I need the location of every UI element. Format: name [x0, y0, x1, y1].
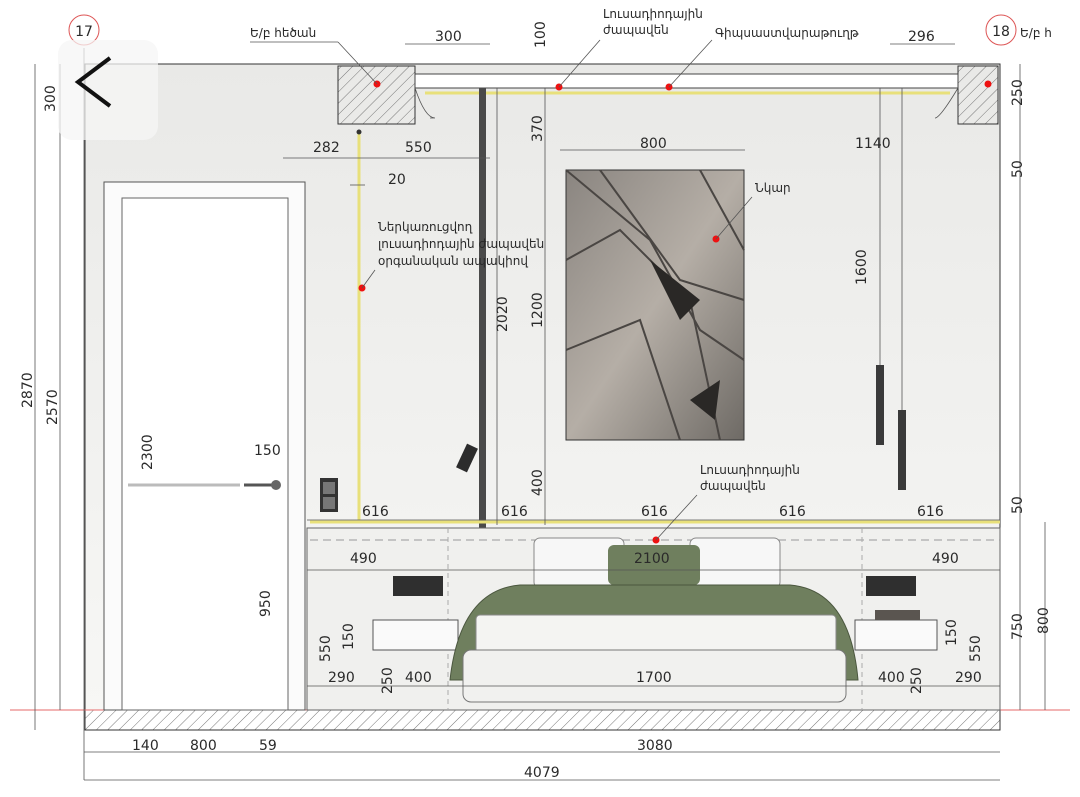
chevron-left-icon — [74, 56, 112, 108]
dim-2570: 2570 — [45, 389, 61, 425]
dim-50-bottom: 50 — [1010, 496, 1026, 514]
dim-59: 59 — [259, 738, 277, 754]
dim-282: 282 — [313, 140, 340, 156]
cushion — [608, 545, 700, 585]
dim-1200: 1200 — [530, 292, 546, 328]
dim-290-left: 290 — [328, 670, 355, 686]
label-beam-right: Ե/բ հ — [1020, 26, 1052, 40]
dim-616-3: 616 — [641, 504, 668, 520]
label-led-bottom-1: Լուսադիոդային — [700, 463, 800, 477]
axis-mark-17-label: 17 — [75, 24, 93, 40]
dim-550-top: 550 — [405, 140, 432, 156]
dim-250-left: 250 — [380, 667, 396, 694]
axis-mark-18 — [985, 14, 1017, 46]
dim-400-painting: 400 — [530, 469, 546, 496]
pendant-lamp-1 — [876, 365, 884, 445]
label-led-vertical-2: լուսադիոդային ժապավեն — [378, 237, 544, 251]
gypsum-ceiling — [414, 73, 959, 89]
dim-100: 100 — [533, 21, 549, 48]
dim-3080: 3080 — [637, 738, 673, 754]
label-led-top-2: ժապավեն — [603, 23, 669, 37]
label-led-vertical-3: օրգանական ապակիով — [378, 254, 528, 268]
dim-250-right-bottom: 250 — [909, 667, 925, 694]
pendant-lamp-2 — [898, 410, 906, 490]
dim-616-1: 616 — [362, 504, 389, 520]
door-handle-rose — [271, 480, 281, 490]
label-beam-left: Ե/բ հեծան — [250, 26, 316, 40]
nightstand-left — [372, 619, 459, 651]
dim-616-5: 616 — [917, 504, 944, 520]
pillow-2 — [689, 537, 781, 589]
dim-616-2: 616 — [501, 504, 528, 520]
dimension-lines — [34, 43, 1046, 781]
dim-140: 140 — [132, 738, 159, 754]
door-leaf — [121, 197, 289, 711]
dim-300-left: 300 — [43, 85, 59, 112]
dim-950: 950 — [258, 590, 274, 617]
dim-2300: 2300 — [140, 434, 156, 470]
dim-50-top: 50 — [1010, 160, 1026, 178]
dim-20: 20 — [388, 172, 406, 188]
dim-300-top: 300 — [435, 29, 462, 45]
dim-800-right: 800 — [1036, 607, 1052, 634]
dim-400-right: 400 — [878, 670, 905, 686]
beam-right — [957, 65, 999, 125]
dim-2870: 2870 — [20, 372, 36, 408]
dim-150-right: 150 — [944, 619, 960, 646]
bed-mattress — [475, 614, 837, 656]
bed-base — [462, 649, 847, 703]
socket-right — [866, 576, 916, 596]
dim-1140: 1140 — [855, 136, 891, 152]
dim-296: 296 — [908, 29, 935, 45]
label-led-top-1: Լուսադիոդային — [603, 7, 703, 21]
dim-370: 370 — [530, 115, 546, 142]
dim-750: 750 — [1010, 613, 1026, 640]
dim-490-right: 490 — [932, 551, 959, 567]
dim-550-right: 550 — [968, 635, 984, 662]
led-vertical-cap — [356, 129, 362, 135]
dim-2100: 2100 — [634, 551, 670, 567]
label-led-vertical-1: Ներկառուցվող — [378, 220, 473, 234]
dim-1600: 1600 — [854, 249, 870, 285]
beam-left — [337, 65, 416, 125]
cornice-right — [934, 87, 959, 119]
marker-beam-right — [984, 80, 992, 88]
dim-490-left: 490 — [350, 551, 377, 567]
floor-slab — [84, 709, 1001, 731]
dim-290-right: 290 — [955, 670, 982, 686]
dim-800-door: 800 — [190, 738, 217, 754]
label-gypsum: Գիպսաստվարաթուղթ — [715, 26, 859, 40]
dim-400-left: 400 — [405, 670, 432, 686]
books — [875, 610, 920, 620]
label-painting: Նկար — [755, 181, 791, 195]
axis-mark-18-label: 18 — [992, 24, 1010, 40]
dim-150-switch: 150 — [254, 443, 281, 459]
cornice-left — [414, 87, 436, 119]
dim-2020: 2020 — [495, 296, 511, 332]
spot-lamp — [456, 443, 478, 473]
nightstand-right — [854, 619, 938, 651]
dim-4079: 4079 — [524, 765, 560, 781]
back-button[interactable] — [58, 40, 158, 140]
dim-250-right: 250 — [1010, 79, 1026, 106]
dim-150-left: 150 — [341, 623, 357, 650]
wall-pole — [479, 88, 486, 528]
label-led-bottom-2: ժապավեն — [700, 479, 766, 493]
dim-550-left: 550 — [318, 635, 334, 662]
dim-1700: 1700 — [636, 670, 672, 686]
dim-800-painting: 800 — [640, 136, 667, 152]
socket-left — [393, 576, 443, 596]
dim-616-4: 616 — [779, 504, 806, 520]
